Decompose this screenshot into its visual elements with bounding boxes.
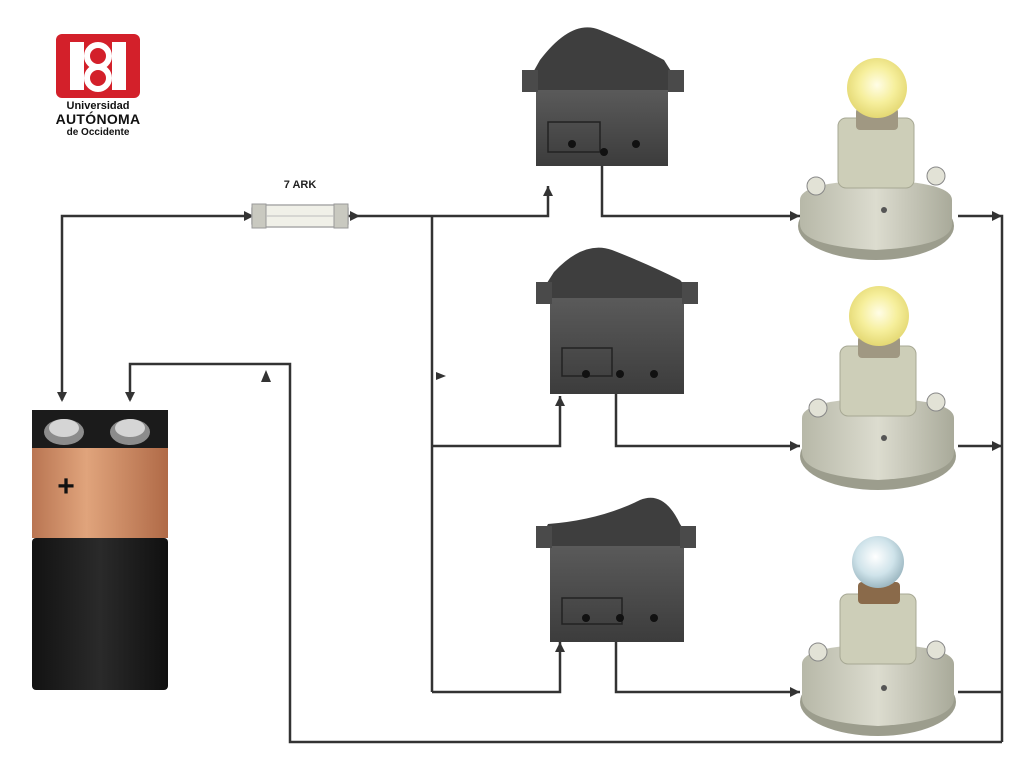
arrow-switch-1-in xyxy=(543,186,553,196)
switch-1[interactable] xyxy=(522,27,684,166)
arrow-battery-negative xyxy=(125,392,135,402)
wire-lamp-1-return xyxy=(958,214,1004,742)
wire-battery-positive xyxy=(60,214,252,400)
fuse-label: 7 ARK xyxy=(284,179,317,191)
arrow-fuse-in xyxy=(244,211,254,221)
logo-mark-icon xyxy=(56,34,140,98)
arrow-lamp-3 xyxy=(790,687,800,697)
arrow-lamp-2 xyxy=(790,441,800,451)
arrow-fuse-out xyxy=(350,211,360,221)
lamp-3-bulb-icon xyxy=(852,536,904,588)
arrow-bus xyxy=(436,372,446,380)
arrow-return-2 xyxy=(992,441,1002,451)
lamp-2 xyxy=(800,286,956,490)
arrow-return-1 xyxy=(992,211,1002,221)
wire-switch-3-out xyxy=(614,640,800,694)
wire-fuse-out xyxy=(348,186,550,218)
wire-switch-2-out xyxy=(614,392,800,448)
arrow-lamp-1 xyxy=(790,211,800,221)
arrow-switch-3-in xyxy=(555,642,565,652)
university-logo: Universidad AUTÓNOMA de Occidente xyxy=(38,34,158,138)
switch-3[interactable] xyxy=(536,497,696,642)
logo-line-autonoma: AUTÓNOMA xyxy=(55,111,141,127)
logo-line-occidente: de Occidente xyxy=(66,127,130,138)
lamp-3 xyxy=(800,536,956,736)
battery-terminal-negative xyxy=(110,419,150,445)
battery: + xyxy=(32,410,168,690)
wire-battery-negative xyxy=(128,362,1002,744)
fuse: 7 ARK xyxy=(251,179,349,229)
lamp-2-bulb-icon xyxy=(849,286,909,346)
logo-line-universidad: Universidad xyxy=(66,100,130,112)
wires xyxy=(60,160,1004,744)
wire-branch-3-in xyxy=(432,642,562,694)
switch-2[interactable] xyxy=(536,247,698,394)
battery-terminal-positive xyxy=(44,419,84,445)
arrow-battery-positive xyxy=(57,392,67,402)
wire-arrows xyxy=(57,186,1002,697)
battery-positive-sign: + xyxy=(57,470,75,503)
lamp-1-bulb-icon xyxy=(847,58,907,118)
lamp-1 xyxy=(798,58,954,260)
wire-switch-1-out xyxy=(600,160,800,218)
arrow-switch-2-in xyxy=(555,396,565,406)
arrow-negative-return xyxy=(261,370,271,382)
wire-branch-2-in xyxy=(432,396,562,448)
